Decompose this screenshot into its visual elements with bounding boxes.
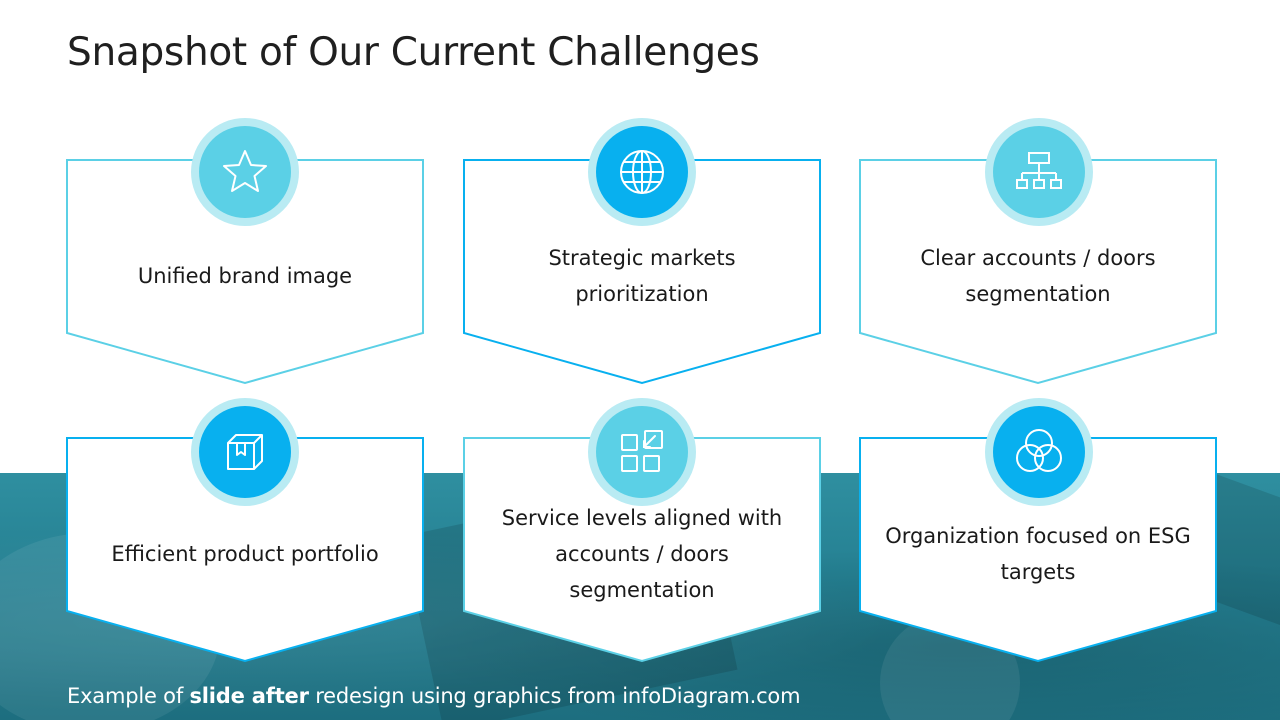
- challenge-card-segmentation: Clear accounts / doors segmentation: [859, 159, 1217, 385]
- card-outline: [463, 159, 821, 385]
- slide-title: Snapshot of Our Current Challenges: [67, 30, 760, 75]
- card-label: Organization focused on ESG targets: [885, 524, 1191, 584]
- card-outline: [463, 437, 821, 663]
- product-box-icon: [227, 434, 263, 470]
- org-chart-badge: [985, 118, 1093, 226]
- card-label: Clear accounts / doors segmentation: [920, 246, 1156, 306]
- venn-circles-icon: [1016, 429, 1062, 472]
- card-outline: [859, 437, 1217, 663]
- challenge-card-markets: Strategic markets prioritization: [463, 159, 821, 385]
- card-outline: [66, 159, 424, 385]
- card-outline: [859, 159, 1217, 385]
- org-chart-icon: [1016, 152, 1062, 189]
- star-icon: [223, 150, 267, 192]
- footer-prefix: Example of: [67, 684, 190, 708]
- grid-arrow-badge: [588, 398, 696, 506]
- card-outline: [66, 437, 424, 663]
- globe-badge: [588, 118, 696, 226]
- card-label: Strategic markets prioritization: [548, 246, 736, 306]
- slide-footer: Example of slide after redesign using gr…: [67, 684, 801, 708]
- venn-circles-badge: [985, 398, 1093, 506]
- star-badge: [191, 118, 299, 226]
- footer-suffix: redesign using graphics from infoDiagram…: [308, 684, 801, 708]
- challenge-card-service-levels: Service levels aligned with accounts / d…: [463, 437, 821, 663]
- product-box-badge: [191, 398, 299, 506]
- card-label: Service levels aligned with accounts / d…: [501, 506, 783, 602]
- challenge-card-esg: Organization focused on ESG targets: [859, 437, 1217, 663]
- globe-icon: [620, 150, 664, 194]
- card-label: Unified brand image: [137, 264, 353, 288]
- footer-bold: slide after: [189, 684, 309, 708]
- challenge-card-brand: Unified brand image: [66, 159, 424, 385]
- card-label: Efficient product portfolio: [111, 542, 379, 566]
- challenge-card-portfolio: Efficient product portfolio: [66, 437, 424, 663]
- grid-arrow-icon: [621, 430, 663, 472]
